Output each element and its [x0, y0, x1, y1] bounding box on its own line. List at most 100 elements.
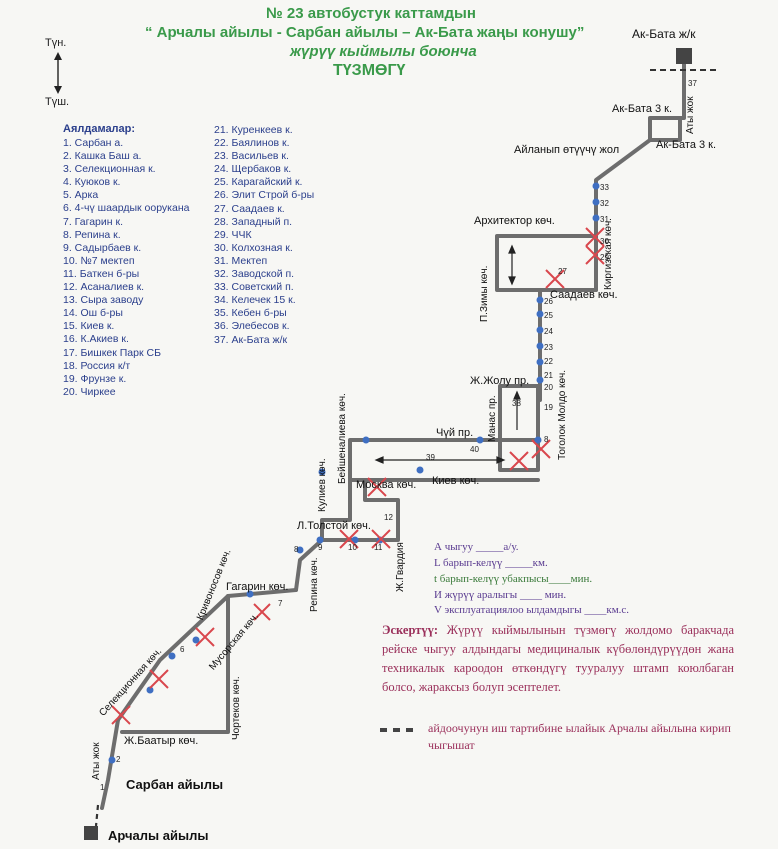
legend-stop-item: 21. Куренкеев к.	[214, 124, 293, 136]
street-ak-bata-3-lower: Ак-Бата 3 к.	[656, 139, 717, 151]
legend-stop-item: 8. Репина к.	[63, 228, 121, 241]
stop-number: 1	[100, 783, 105, 792]
stop-number: 7	[278, 599, 283, 608]
legend-stop-item: 17. Бишкек Парк СБ	[63, 346, 161, 359]
route-segment-bottom	[100, 718, 120, 810]
compass-arrow-icon	[54, 52, 62, 94]
stop-number: 38	[512, 399, 521, 408]
form-line-t: t барып-келүү убакпысы____мин.	[434, 573, 593, 585]
street-aylanyp: Айланып өтүүчү жол	[514, 144, 620, 156]
stop-number: 22	[544, 357, 553, 366]
legend-stop-item: 2. Кашка Баш а.	[63, 150, 142, 163]
street-j-jolu: Ж.Жолу пр.	[470, 375, 530, 387]
dashed-line-legend: айдоочунун иш тартибине ылайык Арчалы ай…	[428, 721, 731, 752]
street-moskva: Москва көч.	[356, 479, 417, 491]
legend-stop-item: 15. Киев к.	[63, 320, 115, 333]
form-line-a: А чыгуу _____а/у.	[434, 541, 519, 553]
street-p-zimy: П.Зимы көч.	[479, 265, 490, 322]
street-gagarin: Гагарин көч.	[226, 581, 289, 593]
legend-stop-item: 7. Гагарин к.	[63, 215, 123, 228]
form-line-l: L барып-келүү _____км.	[434, 557, 548, 569]
route-segment-chuy	[348, 438, 540, 482]
terminal-ak-bata-icon	[676, 48, 692, 64]
street-saadaev: Саадаев көч.	[550, 289, 618, 301]
street-kiev: Киев көч.	[432, 475, 480, 487]
route-segment-moskva	[320, 478, 400, 542]
stop-number: 27	[558, 267, 567, 276]
street-j-baatyr: Ж.Баатыр көч.	[124, 735, 199, 747]
legend-stops-column-1: 1. Сарбан а.2. Кашка Баш а.3. Селекционн…	[63, 137, 190, 399]
stop-number: 20	[544, 383, 553, 392]
legend-stop-item: 14. Ош б-ры	[63, 307, 123, 320]
stop-number: 30	[600, 237, 609, 246]
compass-north-label: Түн.	[45, 37, 67, 49]
stop-number: 39	[426, 453, 435, 462]
title-line-1: № 23 автобустук каттамдын	[266, 5, 476, 22]
legend-stop-item: 19. Фрунзе к.	[63, 372, 127, 385]
street-beishenalieva: Бейшеналиева көч.	[337, 393, 348, 484]
legend-stop-item: 24. Щербаков к.	[214, 163, 292, 176]
terminal-sarban-label: Сарбан айылы	[126, 777, 224, 792]
terminal-ak-bata-label: Ак-Бата ж/к	[632, 27, 696, 41]
legend-stop-item: 31. Мектеп	[214, 254, 268, 267]
legend-stop-item: 12. Асаналиев к.	[63, 281, 145, 294]
legend-stop-item: 37. Ак-Бата ж/к	[214, 333, 288, 346]
street-aty-jok-top: Аты жок	[685, 96, 696, 134]
stop-number: 40	[470, 445, 479, 454]
legend-stop-item: 25. Карагайский к.	[214, 176, 303, 189]
street-arhitektor: Архитектор көч.	[474, 215, 555, 227]
legend-stop-item: 3. Селекционная к.	[63, 163, 156, 176]
stop-number: 9	[318, 543, 323, 552]
route-segment-kuliev	[294, 478, 352, 592]
stop-number: 10	[348, 543, 357, 552]
terminal-archaly-label: Арчалы айылы	[108, 828, 209, 843]
warning-note-label: Эскертүү:	[382, 623, 439, 637]
route-segment-arhitektor	[495, 234, 598, 292]
terminal-archaly-icon	[84, 826, 98, 840]
stop-number: 33	[600, 183, 609, 192]
legend-stop-item: 9. Садырбаев к.	[63, 241, 142, 254]
form-line-v: V эксплуатациялоо ылдамдыгы ____км.с.	[434, 604, 630, 616]
compass-south-label: Түш.	[45, 96, 70, 108]
route-segment-chortekov	[120, 594, 230, 734]
street-chortekov: Чортеков көч.	[231, 676, 242, 740]
title-line-4: ТҮЗМӨГҮ	[333, 62, 406, 79]
legend-stop-item: 11. Баткен б-ры	[63, 267, 140, 280]
route-segment-aylanyp	[594, 138, 652, 252]
street-togolok: Тоголок Молдо көч.	[557, 369, 568, 460]
stop-number: 6	[180, 645, 185, 654]
stop-number: 37	[688, 79, 697, 88]
legend-stop-item: 1. Сарбан а.	[63, 137, 124, 149]
legend-stop-item: 34. Келечек 15 к.	[214, 294, 296, 307]
legend-stop-item: 6. 4-чү шаардык оорукана	[63, 202, 190, 215]
street-manas: Манас пр.	[487, 395, 498, 442]
legend-stop-item: 30. Колхозная к.	[214, 241, 293, 254]
street-aty-jok-bottom: Аты жок	[91, 742, 102, 780]
legend-title: Аялдамалар:	[63, 123, 136, 135]
stop-number: 11	[374, 543, 383, 552]
legend-stop-item: 13. Сыра заводу	[63, 294, 144, 307]
legend-stops-column-2: 21. Куренкеев к.22. Баялинов к.23. Васил…	[214, 124, 314, 347]
warning-note: Эскертүү: Жүрүү кыймылынын түзмөгү жолдо…	[382, 621, 734, 697]
stop-number: 26	[544, 297, 553, 306]
street-l-tolstoy: Л.Толстой көч.	[297, 520, 371, 532]
stop-number: 29	[600, 253, 609, 262]
stop-number: 12	[384, 513, 393, 522]
legend-stop-item: 33. Советский п.	[214, 281, 294, 294]
street-chuy: Чүй пр.	[436, 427, 474, 439]
legend-stop-item: 23. Васильев к.	[214, 150, 289, 163]
legend-stop-item: 28. Западный п.	[214, 215, 293, 228]
stop-number: 19	[544, 403, 553, 412]
legend-stop-item: 16. К.Акиев к.	[63, 333, 129, 346]
legend-stop-item: 29. ЧЧК	[214, 228, 252, 241]
legend-stop-item: 36. Элебесов к.	[214, 320, 290, 333]
title-line-3: жүрүү кыймылы боюнча	[290, 43, 477, 60]
legend-stop-item: 27. Саадаев к.	[214, 202, 285, 215]
stop-number: 24	[544, 327, 553, 336]
route-segment-top	[648, 62, 686, 142]
form-line-i: И жүрүү аралыгы ____ мин.	[434, 589, 567, 601]
legend-stop-item: 26. Элит Строй б-ры	[214, 189, 315, 202]
legend-stop-item: 22. Баялинов к.	[214, 137, 290, 150]
legend-stop-item: 18. Россия к/т	[63, 359, 131, 372]
